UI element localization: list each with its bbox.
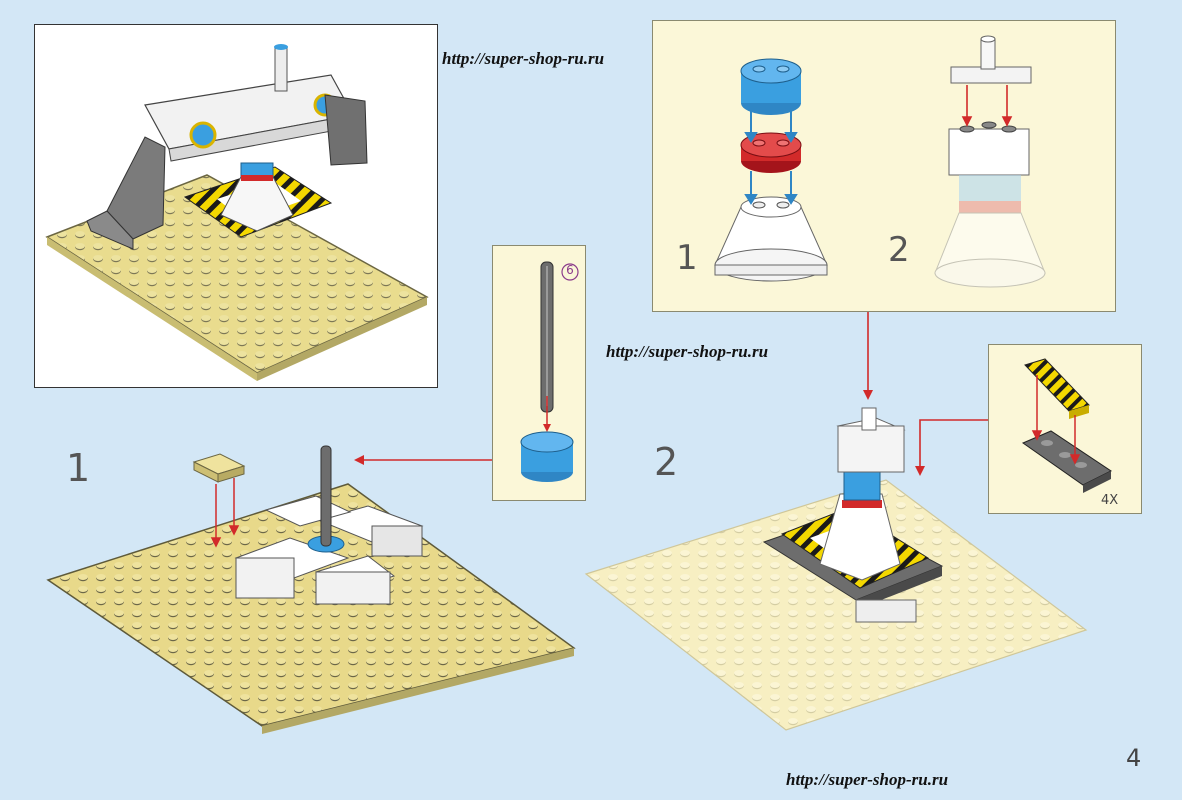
blue-round-brick	[740, 58, 802, 115]
white-cone	[819, 493, 901, 581]
white-brick-2x2	[948, 121, 1030, 176]
step-number-1: 1	[66, 446, 91, 490]
white-tile-with-stud	[950, 35, 1032, 84]
red-ring	[842, 500, 882, 508]
white-cone	[714, 196, 828, 282]
finished-model-illustration	[45, 44, 429, 381]
watermark-bottom: http://super-shop-ru.ru	[786, 770, 949, 789]
plate-connector-arrow	[915, 419, 988, 476]
white-brick-with-tile	[836, 407, 906, 473]
step-1-illustration	[46, 445, 576, 734]
substep-number-2: 2	[888, 230, 910, 270]
substep-number-1: 1	[676, 238, 698, 278]
baseplate-faded	[584, 479, 1088, 731]
finished-model-panel	[34, 24, 438, 388]
red-round-plate	[740, 132, 802, 173]
step-2-illustration	[584, 407, 1088, 731]
tan-plate-2x2	[192, 453, 246, 483]
plate-callout-illustration	[1021, 358, 1112, 493]
subassembly-illustration	[714, 35, 1046, 288]
page-number: 4	[1126, 744, 1142, 772]
rod-length-label: 6	[566, 263, 574, 277]
watermark-middle: http://super-shop-ru.ru	[606, 342, 769, 361]
watermark-top: http://super-shop-ru.ru	[442, 49, 605, 68]
faded-cone-assembly	[934, 175, 1046, 288]
blue-round-brick-small	[520, 431, 574, 482]
plate-quantity-label: 4X	[1101, 493, 1119, 508]
subassembly-connector-arrow	[863, 312, 873, 400]
rod-callout-panel: 6	[492, 245, 586, 501]
rod-connector-arrow	[354, 455, 492, 465]
rod-callout-illustration	[520, 261, 579, 482]
blue-round-brick	[843, 469, 881, 501]
plate-callout-panel: 4X	[988, 344, 1142, 514]
subassembly-panel	[652, 20, 1116, 312]
step-number-2: 2	[654, 440, 679, 484]
gray-rod	[320, 445, 332, 547]
